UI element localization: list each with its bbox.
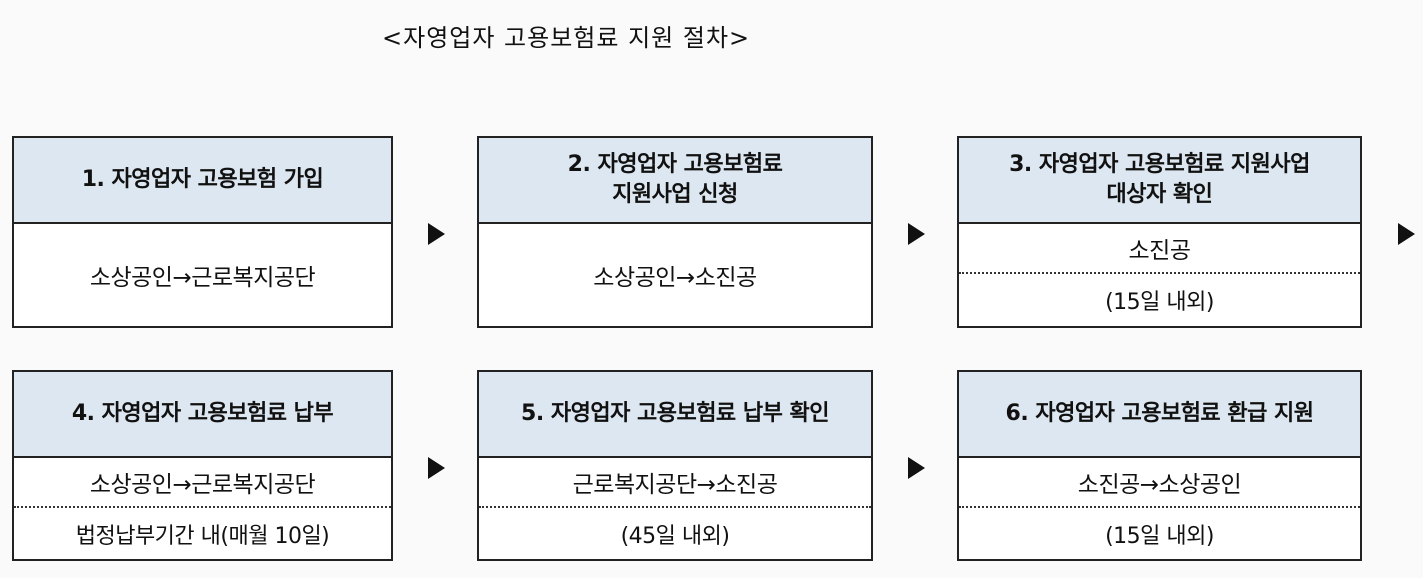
step-5-header: 5. 자영업자 고용보험료 납부 확인 — [479, 372, 871, 458]
step-5-actor: 근로복지공단→소진공 — [479, 458, 871, 508]
arrow-right-icon — [908, 457, 925, 479]
step-1-actor: 소상공인→근로복지공단 — [89, 265, 316, 291]
arrow-right-icon — [1398, 223, 1415, 245]
step-2-title-line1: 2. 자영업자 고용보험료 — [567, 152, 783, 178]
step-5-duration: (45일 내외) — [620, 523, 730, 549]
step-3-duration: (15일 내외) — [1105, 290, 1214, 315]
step-4-header: 4. 자영업자 고용보험료 납부 — [14, 372, 391, 458]
arrow-right-icon — [908, 223, 925, 245]
step-2-actor: 소상공인→소진공 — [593, 265, 757, 291]
step-3-header: 3. 자영업자 고용보험료 지원사업 대상자 확인 — [959, 138, 1360, 224]
step-6-header: 6. 자영업자 고용보험료 환급 지원 — [959, 372, 1360, 458]
step-5-box: 5. 자영업자 고용보험료 납부 확인 근로복지공단→소진공 (45일 내외) — [477, 370, 873, 561]
arrow-right-icon — [428, 457, 445, 479]
step-2-header: 2. 자영업자 고용보험료 지원사업 신청 — [479, 138, 871, 224]
step-4-duration: 법정납부기간 내(매월 10일) — [75, 523, 330, 549]
step-3-title-line1: 3. 자영업자 고용보험료 지원사업 — [1009, 152, 1310, 178]
step-1-box: 1. 자영업자 고용보험 가입 소상공인→근로복지공단 — [12, 136, 393, 328]
step-3-actor: 소진공 — [959, 224, 1360, 274]
step-4-actor: 소상공인→근로복지공단 — [14, 458, 391, 508]
step-4-title: 4. 자영업자 고용보험료 납부 — [71, 401, 334, 427]
step-2-title-line2: 지원사업 신청 — [612, 182, 738, 207]
step-4-box: 4. 자영업자 고용보험료 납부 소상공인→근로복지공단 법정납부기간 내(매월… — [12, 370, 393, 561]
step-6-duration: (15일 내외) — [1105, 523, 1214, 549]
step-6-box: 6. 자영업자 고용보험료 환급 지원 소진공→소상공인 (15일 내외) — [957, 370, 1362, 561]
step-5-title: 5. 자영업자 고용보험료 납부 확인 — [521, 401, 829, 427]
step-6-title: 6. 자영업자 고용보험료 환급 지원 — [1005, 401, 1314, 427]
step-1-header: 1. 자영업자 고용보험 가입 — [14, 138, 391, 224]
step-3-box: 3. 자영업자 고용보험료 지원사업 대상자 확인 소진공 (15일 내외) — [957, 136, 1362, 328]
step-2-box: 2. 자영업자 고용보험료 지원사업 신청 소상공인→소진공 — [477, 136, 873, 328]
diagram-title: <자영업자 고용보험료 지원 절차> — [382, 24, 751, 52]
step-6-actor: 소진공→소상공인 — [959, 458, 1360, 508]
step-1-title: 1. 자영업자 고용보험 가입 — [81, 167, 324, 193]
arrow-right-icon — [428, 223, 445, 245]
step-3-title-line2: 대상자 확인 — [1106, 182, 1213, 207]
